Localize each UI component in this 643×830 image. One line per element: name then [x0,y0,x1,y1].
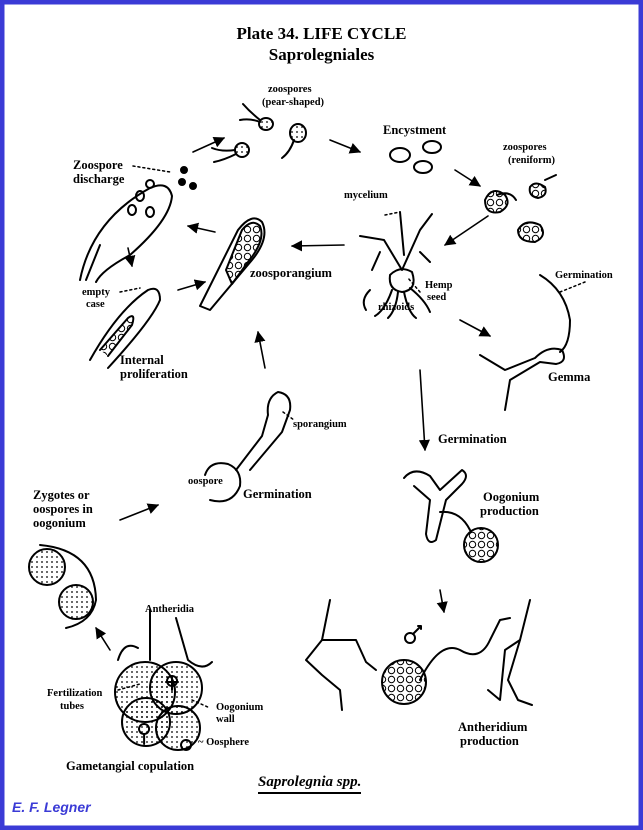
antheridium-production-drawing [305,599,533,711]
hemp-seed-mycelium-drawing [359,211,433,319]
label-zoospore-discharge-2: discharge [73,172,125,186]
label-zoospore-discharge-1: Zoospore [73,158,123,172]
label-seed: seed [427,292,447,303]
label-antheridium-production: production [460,734,519,748]
label-oogonium: Oogonium [483,490,540,504]
encysted-spores-drawing [389,140,442,174]
label-germination-gemma: Germination [555,270,613,281]
plate-title: Plate 34. LIFE CYCLE [236,24,407,43]
empty-case-drawing [89,287,161,369]
label-germination-center: Germination [243,487,312,501]
label-sporangium: sporangium [293,419,347,430]
label-zygotes-2: oospores in [33,502,93,516]
label-encystment: Encystment [383,123,447,137]
label-gemma: Gemma [548,370,591,384]
label-oogonium-production: production [480,504,539,518]
germinating-oospore-drawing [204,391,292,503]
label-rhizoids: rhizoids [378,302,415,313]
pear-zoospores-drawing [211,103,307,163]
reniform-zoospores-drawing [484,174,557,243]
label-zoospores-reniform: zoospores [503,142,547,153]
label-gametangial-copulation: Gametangial copulation [66,759,195,773]
leader-lines [117,165,586,709]
oogonium-production-drawing [403,469,499,563]
label-proliferation: proliferation [120,367,188,381]
label-tubes: tubes [60,701,84,712]
label-fertilization: Fertilization [47,688,103,699]
label-antheridium: Antheridium [458,720,528,734]
label-oosphere: ~ Oosphere [198,737,250,748]
gametangial-copulation-drawing [114,609,213,751]
plate-subtitle: Saprolegniales [268,45,375,64]
label-mycelium: mycelium [344,190,388,201]
discharging-sporangium-drawing [79,166,197,283]
label-zygotes-1: Zygotes or [33,488,90,502]
label-oogonium-wall-2: wall [216,714,235,725]
label-zygotes-3: oogonium [33,516,86,530]
label-internal: Internal [120,353,164,367]
label-zoosporangium: zoosporangium [250,266,332,280]
cycle-arrows [95,137,491,651]
label-antheridia: Antheridia [145,604,195,615]
label-zoospores-pear: zoospores [268,84,312,95]
label-germination-right: Germination [438,432,507,446]
label-empty: empty [82,287,110,298]
zoosporangium-drawing [199,217,266,311]
label-hemp: Hemp [425,280,453,291]
zygotes-drawing [28,544,97,629]
label-oospore: oospore [188,476,223,487]
author-credit: E. F. Legner [12,799,91,815]
species-caption: Saprolegnia spp. [258,774,362,794]
label-oogonium-wall-1: Oogonium [216,702,264,713]
label-reniform: (reniform) [508,155,556,166]
label-pear-shaped: (pear-shaped) [262,97,325,108]
gemma-drawing [479,274,571,411]
label-case: case [86,299,105,310]
